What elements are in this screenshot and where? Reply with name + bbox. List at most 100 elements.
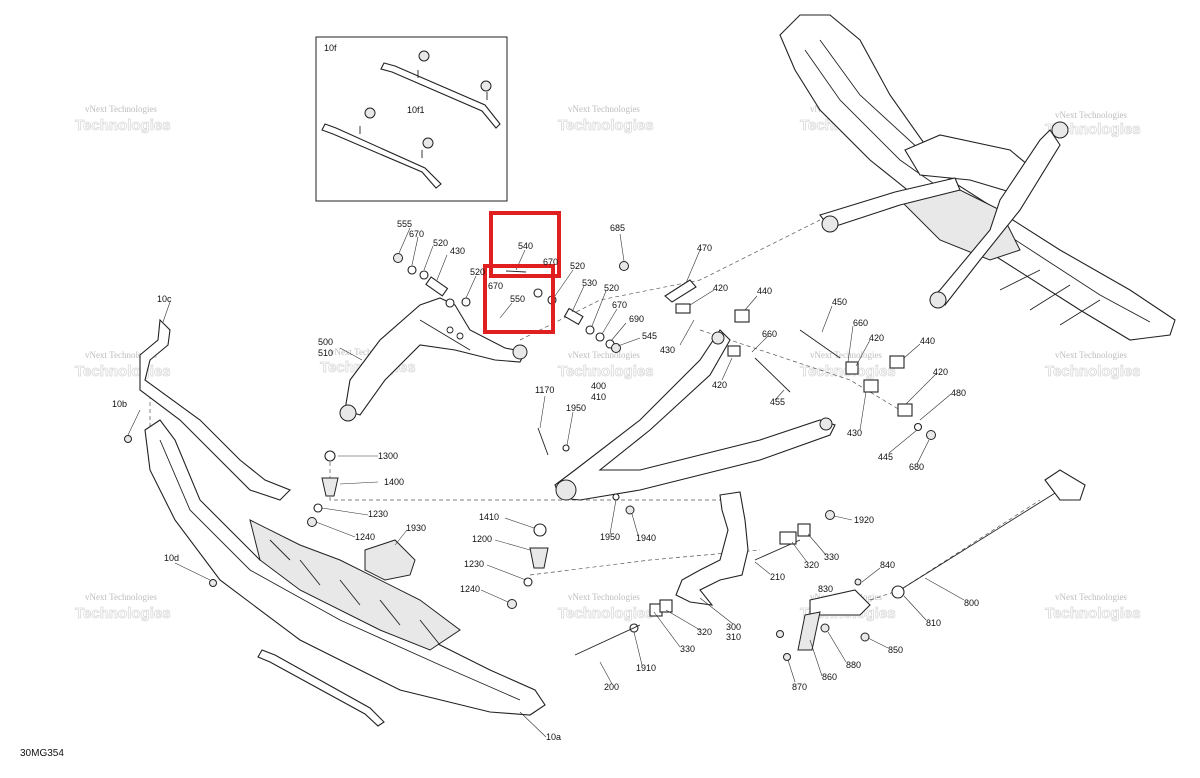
callout-430[interactable]: 430: [847, 428, 862, 438]
nut: [860, 632, 870, 642]
callout-555[interactable]: 555: [397, 219, 412, 229]
callout-680[interactable]: 680: [909, 462, 924, 472]
carbide-runner: [380, 62, 501, 129]
callout-210[interactable]: 210: [770, 572, 785, 582]
callout-1240[interactable]: 1240: [460, 584, 480, 594]
callout-660[interactable]: 660: [853, 318, 868, 328]
highlight-box-550[interactable]: [483, 264, 555, 334]
washer: [562, 444, 570, 452]
washer: [419, 270, 429, 280]
tie-rod: [899, 489, 1061, 591]
callout-420[interactable]: 420: [712, 380, 727, 390]
callout-470[interactable]: 470: [697, 243, 712, 253]
callout-1300[interactable]: 1300: [378, 451, 398, 461]
callout-440[interactable]: 440: [920, 336, 935, 346]
callout-10d[interactable]: 10d: [164, 553, 179, 563]
callout-10a[interactable]: 10a: [546, 732, 561, 742]
washer: [523, 577, 533, 587]
callout-800[interactable]: 800: [964, 598, 979, 608]
callout-500[interactable]: 500: [318, 337, 333, 347]
callout-200[interactable]: 200: [604, 682, 619, 692]
nut: [364, 107, 376, 119]
bolt: [754, 357, 791, 393]
callout-520[interactable]: 520: [433, 238, 448, 248]
callout-685[interactable]: 685: [610, 223, 625, 233]
callout-520[interactable]: 520: [604, 283, 619, 293]
callout-1910[interactable]: 1910: [636, 663, 656, 673]
callout-670[interactable]: 670: [409, 229, 424, 239]
callout-1170[interactable]: 1170: [535, 385, 554, 395]
callout-870[interactable]: 870: [792, 682, 807, 692]
callout-550[interactable]: 550: [510, 294, 525, 304]
callout-1950[interactable]: 1950: [600, 532, 620, 542]
washer: [612, 493, 620, 501]
callout-810[interactable]: 810: [926, 618, 941, 628]
callout-480[interactable]: 480: [951, 388, 966, 398]
bolt: [854, 578, 862, 586]
callout-860[interactable]: 860: [822, 672, 837, 682]
callout-450[interactable]: 450: [832, 297, 847, 307]
callout-320[interactable]: 320: [804, 560, 819, 570]
callout-690[interactable]: 690: [629, 314, 644, 324]
callout-1240[interactable]: 1240: [355, 532, 375, 542]
callout-330[interactable]: 330: [824, 552, 839, 562]
callout-410[interactable]: 410: [591, 392, 606, 402]
callout-10c[interactable]: 10c: [157, 294, 172, 304]
callout-670[interactable]: 670: [612, 300, 627, 310]
callout-660[interactable]: 660: [762, 329, 777, 339]
bushing: [897, 403, 913, 417]
watermark-text: Technologies: [558, 117, 654, 134]
callout-440[interactable]: 440: [757, 286, 772, 296]
callout-10b[interactable]: 10b: [112, 399, 127, 409]
callout-840[interactable]: 840: [880, 560, 895, 570]
callout-540[interactable]: 540: [518, 241, 533, 251]
callout-830[interactable]: 830: [818, 584, 833, 594]
bushing: [845, 361, 859, 375]
bushing-sleeve: [675, 303, 691, 314]
callout-310[interactable]: 310: [726, 632, 741, 642]
hardware-center: [307, 253, 936, 609]
nut: [825, 510, 835, 520]
bolt: [776, 630, 784, 638]
lower-a-arm-right: [928, 129, 1061, 306]
boot: [533, 523, 547, 537]
carbide-runner: [257, 649, 385, 727]
callout-445[interactable]: 445: [878, 452, 893, 462]
spindle: [675, 491, 749, 606]
callout-420[interactable]: 420: [933, 367, 948, 377]
callout-400[interactable]: 400: [591, 381, 606, 391]
callout-1230[interactable]: 1230: [464, 559, 484, 569]
highlight-box-540[interactable]: [489, 211, 561, 278]
callout-430[interactable]: 430: [660, 345, 675, 355]
bushing: [734, 309, 750, 323]
bushing: [821, 215, 839, 233]
callout-520[interactable]: 520: [470, 267, 485, 277]
callout-670[interactable]: 670: [488, 281, 503, 291]
callout-420[interactable]: 420: [713, 283, 728, 293]
callout-1200[interactable]: 1200: [472, 534, 492, 544]
ski-body: [144, 419, 546, 716]
watermark-text: Technologies: [1045, 363, 1141, 380]
callout-1930[interactable]: 1930: [406, 523, 426, 533]
callout-320[interactable]: 320: [697, 627, 712, 637]
washer: [407, 265, 417, 275]
callout-1940[interactable]: 1940: [636, 533, 656, 543]
callout-530[interactable]: 530: [582, 278, 597, 288]
callout-1950[interactable]: 1950: [566, 403, 586, 413]
callout-520[interactable]: 520: [570, 261, 585, 271]
callout-1230[interactable]: 1230: [368, 509, 388, 519]
callout-1410[interactable]: 1410: [479, 512, 499, 522]
callout-510[interactable]: 510: [318, 348, 333, 358]
callout-420[interactable]: 420: [869, 333, 884, 343]
callout-300[interactable]: 300: [726, 622, 741, 632]
callout-545[interactable]: 545: [642, 331, 657, 341]
callout-1400[interactable]: 1400: [384, 477, 404, 487]
callout-455[interactable]: 455: [770, 397, 785, 407]
callout-330[interactable]: 330: [680, 644, 695, 654]
callout-1920[interactable]: 1920: [854, 515, 874, 525]
bushing: [659, 599, 673, 613]
callout-880[interactable]: 880: [846, 660, 861, 670]
callout-430[interactable]: 430: [450, 246, 465, 256]
callout-850[interactable]: 850: [888, 645, 903, 655]
callout-670[interactable]: 670: [543, 257, 558, 267]
